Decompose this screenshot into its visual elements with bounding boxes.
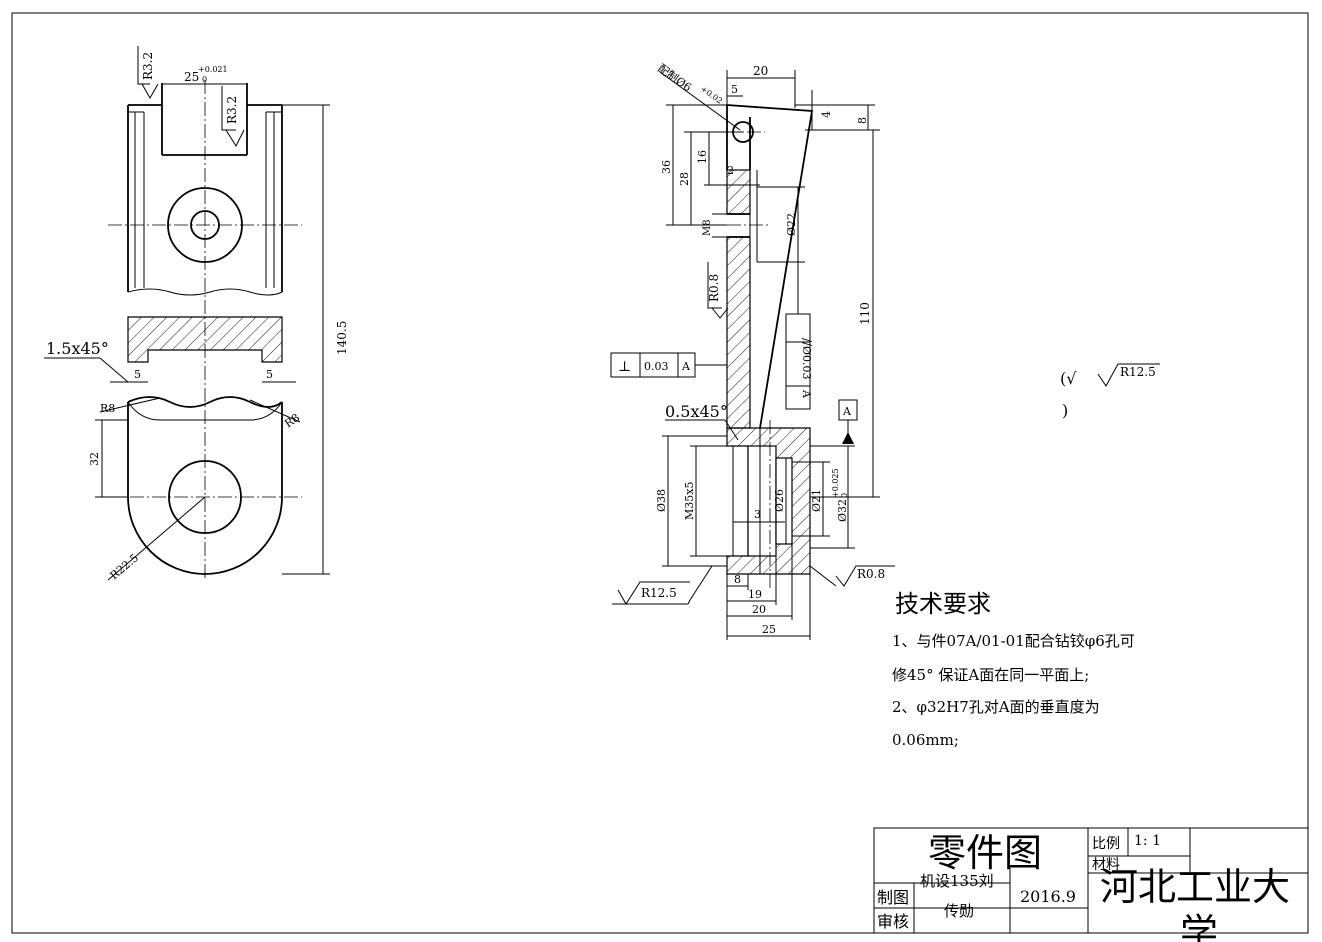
left-section [127,316,283,363]
left-dim-140-5: 140.5 [335,321,349,355]
right-parallel-symbol: // [800,338,814,347]
title-drawing-name: 零件图 [928,831,1042,875]
right-dim-3: 3 [754,508,761,521]
right-dim-16: 16 [696,150,709,164]
title-date: 2016.9 [1020,887,1076,906]
title-checked-label: 审核 [877,912,909,931]
right-dim-25: 25 [762,623,776,636]
title-scale-label: 比例 [1092,836,1120,852]
general-roughness-close: ) [1062,401,1068,420]
title-drawn-label: 制图 [877,888,909,907]
left-dim-25-tol-lower: 0 [202,75,207,84]
tech-line-2: 修45° 保证A面在同一平面上; [892,666,1089,684]
left-dim-32: 32 [88,452,101,466]
right-dim-110: 110 [858,302,872,325]
title-school-overflow: 学 [1180,911,1218,942]
left-dim-5-left: 5 [134,368,141,381]
lever-arm [705,104,814,429]
tech-line-3: 2、φ32H7孔对A面的垂直度为 [892,698,1100,716]
right-dim-8-bottom: 8 [734,573,741,586]
left-dim-25: 25 [184,70,199,84]
right-view: 配制Ø6 +0.02 20 5 4 8 36 28 [610,62,895,640]
right-note-ream: 配制Ø6 [655,62,694,94]
hub-section [726,420,811,590]
right-dim-8-right: 8 [856,117,869,124]
right-dim-2: 2 [727,164,734,177]
right-dim-26: Ø26 [773,489,786,512]
right-parallel-value: Ø0.03 [800,346,813,380]
title-block: 零件图 比例 1: 1 材料 机设135刘 传勋 制图 审核 2016.9 河北… [873,827,1309,942]
title-scale-value: 1: 1 [1134,833,1161,849]
title-designer: 机设135刘 [920,872,994,890]
title-designer-2: 传勋 [944,902,974,920]
general-roughness-value: R12.5 [1120,365,1156,379]
title-school: 河北工业大 [1100,865,1290,909]
right-perp-datum: A [681,360,691,373]
left-dim-25-tol-upper: +0.021 [198,65,228,74]
right-dim-38: Ø38 [655,489,668,512]
left-roughness-1: R3.2 [141,52,155,80]
right-roughness-left: R12.5 [641,586,677,600]
right-perp-value: 0.03 [644,360,669,373]
right-dim-21: Ø21 [810,489,823,512]
right-dim-20-bottom: 20 [752,603,766,616]
left-roughness-2: R3.2 [225,96,239,124]
left-front-view [108,396,302,575]
right-perp-symbol: ⊥ [618,359,631,375]
left-dim-5-right: 5 [266,368,273,381]
left-radius-r8-right: R8 [282,411,302,430]
right-dim-32-tol-upper: +0.025 [831,468,840,498]
tech-line-1: 1、与件07A/01-01配合钻铰φ6孔可 [892,632,1135,650]
left-radius-r8-left: R8 [100,402,115,415]
title-material-label: 材料 [1092,857,1120,873]
tech-line-4: 0.06mm; [892,731,959,749]
right-dim-m35: M35x5 [683,482,696,520]
sheet-border [11,12,1309,934]
right-datum-label: A [842,405,852,418]
right-dim-20-top: 20 [753,64,768,78]
tech-title: 技术要求 [895,590,991,618]
left-radius-r22-5: R22.5 [108,551,141,582]
right-dim-4: 4 [820,111,833,118]
right-roughness-mid: R0.8 [707,274,721,302]
right-dim-22: Ø22 [785,213,798,236]
general-roughness-open: (√ [1060,369,1077,388]
right-dim-19: 19 [748,588,762,601]
right-dim-32-tol-lower: 0 [840,493,849,498]
right-dim-36: 36 [660,160,673,174]
right-dim-m8: M8 [702,219,713,236]
left-chamfer: 1.5x45° [46,339,109,358]
right-parallel-datum: A [800,389,813,399]
right-dim-32: Ø32 [836,499,849,522]
right-chamfer: 0.5x45° [665,402,728,421]
left-dimensions: 25 +0.021 0 R3.2 R3.2 140.5 1.5x45° 5 5 [44,46,349,582]
right-dim-5-top: 5 [731,83,738,96]
left-view: 25 +0.021 0 R3.2 R3.2 140.5 1.5x45° 5 5 [44,46,349,582]
tech-requirements: 技术要求 1、与件07A/01-01配合钻铰φ6孔可 修45° 保证A面在同一平… [892,590,1135,749]
right-dim-28: 28 [678,172,691,186]
right-roughness-right: R0.8 [857,567,885,581]
general-roughness: (√ R12.5 ) [1060,363,1160,420]
